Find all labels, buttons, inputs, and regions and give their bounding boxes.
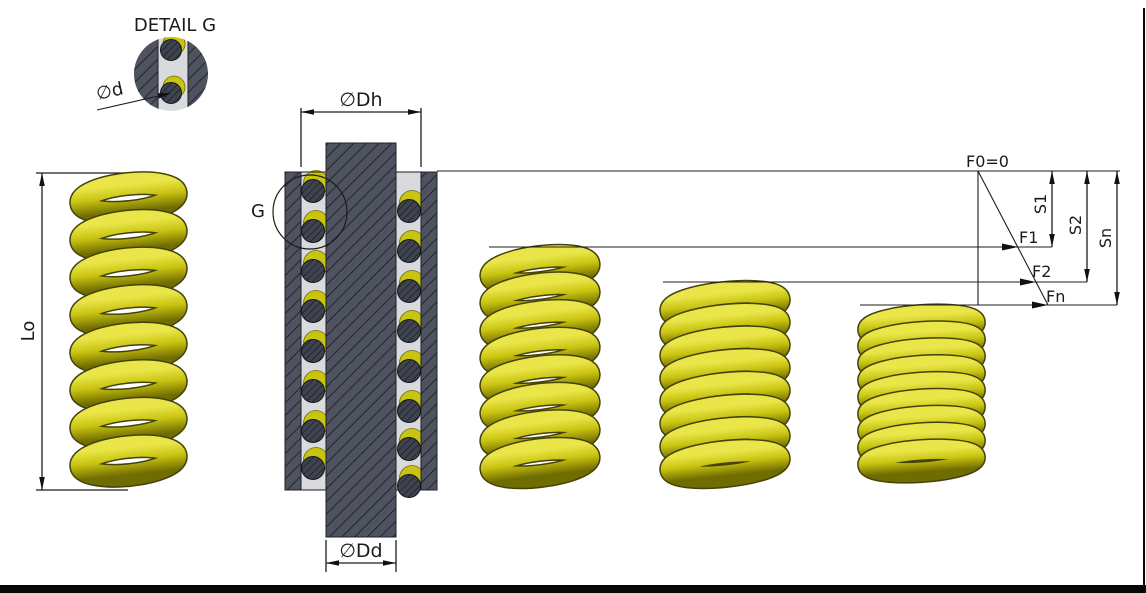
wire-cross-section-hatch (397, 359, 421, 383)
dd-arrow-left (326, 560, 339, 566)
dh-dimension: ∅Dh (300, 89, 422, 167)
s1-arrow-down (1049, 234, 1055, 247)
s2-label: S2 (1066, 215, 1085, 235)
dh-arrow-left (301, 109, 314, 115)
dd-arrow-right (383, 560, 396, 566)
fn-label: Fn (1046, 287, 1065, 306)
s2-dimension: S2 (1066, 171, 1090, 282)
detail-section-content (134, 37, 208, 111)
housing-left-wall (284, 171, 302, 491)
lo-dimension: Lo (18, 172, 128, 491)
bottom-border-bar (0, 585, 1146, 593)
detail-callout: G (251, 174, 348, 250)
guide-rod (325, 142, 397, 538)
sn-arrow-down (1114, 292, 1120, 305)
lo-arrow-down (39, 477, 45, 490)
fn-force-arrow (1032, 301, 1048, 309)
wire-cross-section-hatch (301, 379, 325, 403)
spring-at-f2 (659, 279, 791, 490)
spring-at-fn (857, 303, 986, 484)
wire-cross-section-hatch (397, 437, 421, 461)
spring-at-f1 (479, 243, 601, 490)
section-wire-cross-sections (301, 179, 421, 498)
s2-arrow-up (1084, 171, 1090, 184)
wire-cross-section-hatch (301, 179, 325, 203)
spring-coil (858, 439, 985, 483)
wire-cross-section-hatch (397, 239, 421, 263)
wire-cross-section-hatch (301, 299, 325, 323)
free-length-label: Lo (18, 321, 39, 342)
wire-cross-section-hatch (301, 456, 325, 480)
wire-diameter-label: ∅d (94, 78, 125, 105)
wire-cross-section-hatch (397, 319, 421, 343)
wire-cross-section-hatch (301, 219, 325, 243)
right-border (1143, 8, 1145, 588)
wire-cross-section-hatch (301, 419, 325, 443)
lo-arrow-up (39, 173, 45, 186)
detail-wire-section (160, 82, 182, 104)
zero-force-label: F0=0 (966, 152, 1009, 171)
hole-diameter-label: ∅Dh (339, 89, 382, 111)
rod-diameter-label: ∅Dd (339, 540, 382, 562)
section-view: ∅Dh ∅Dd G (251, 89, 438, 572)
wire-cross-section-hatch (397, 399, 421, 423)
detail-guide-rod (187, 37, 208, 111)
f2-label: F2 (1032, 262, 1051, 281)
spring-coil (660, 440, 790, 488)
detail-title: DETAIL G (134, 15, 216, 36)
wire-cross-section-hatch (301, 259, 325, 283)
force-deflection-diagram: F0=0 F1 F2 Fn S1 S2 Sn (437, 152, 1120, 309)
spring-rate-diagonal (977, 170, 1049, 306)
dh-arrow-right (408, 109, 421, 115)
sn-label: Sn (1096, 228, 1115, 248)
dd-dimension: ∅Dd (325, 540, 397, 572)
spring-coil (480, 438, 600, 488)
spring-coil (70, 435, 187, 487)
s2-arrow-down (1084, 269, 1090, 282)
f1-force-arrow (1002, 243, 1018, 251)
wire-cross-section-hatch (397, 474, 421, 498)
wire-cross-section-hatch (397, 199, 421, 223)
leader-arrowhead (157, 93, 171, 99)
detail-callout-circle (272, 174, 348, 250)
detail-g-view: DETAIL G ∅d (94, 15, 216, 111)
wire-cross-section-hatch (397, 279, 421, 303)
s1-dimension: S1 (1031, 171, 1055, 247)
housing-right-wall (420, 171, 438, 491)
free-spring (69, 171, 188, 488)
detail-wire-section (160, 39, 182, 61)
f1-label: F1 (1019, 228, 1038, 247)
s1-arrow-up (1049, 171, 1055, 184)
wire-cross-section-hatch (301, 339, 325, 363)
f2-force-arrow (1020, 278, 1036, 286)
detail-callout-label: G (251, 201, 265, 222)
sn-dimension: Sn (1096, 171, 1120, 305)
sn-arrow-up (1114, 171, 1120, 184)
s1-label: S1 (1031, 194, 1050, 214)
